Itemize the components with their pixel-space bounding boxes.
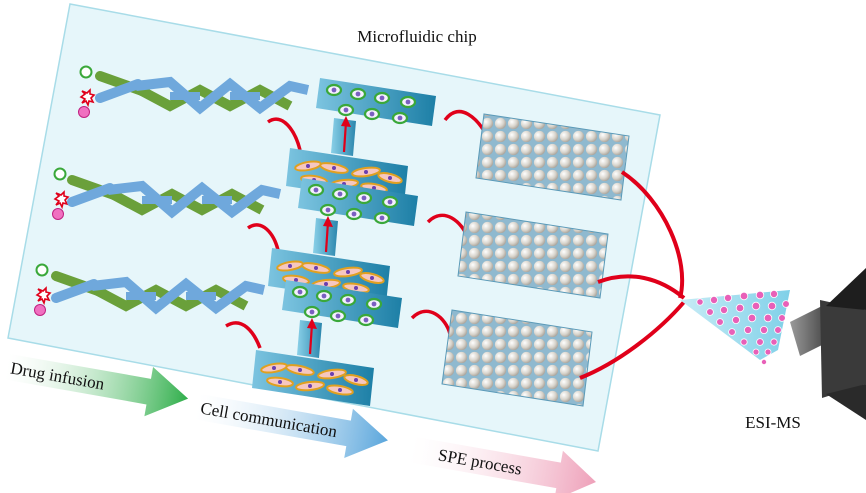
- unit-3: [33, 263, 593, 408]
- connector: [225, 321, 262, 349]
- unit-1: [77, 65, 630, 206]
- spe-column: [457, 211, 609, 299]
- esi-spray: [680, 289, 790, 365]
- detector-label: ESI-MS: [745, 413, 801, 432]
- connector: [266, 117, 302, 151]
- outlet-lines: [579, 170, 686, 380]
- ms-inlet-icon: [790, 268, 866, 420]
- spe-column: [441, 309, 593, 407]
- unit-2: [51, 167, 609, 306]
- spe-column: [475, 113, 630, 201]
- connector: [246, 223, 280, 251]
- chip-title: Microfluidic chip: [357, 27, 476, 46]
- arrow-label: Cell communication: [199, 398, 339, 441]
- connector: [410, 309, 452, 335]
